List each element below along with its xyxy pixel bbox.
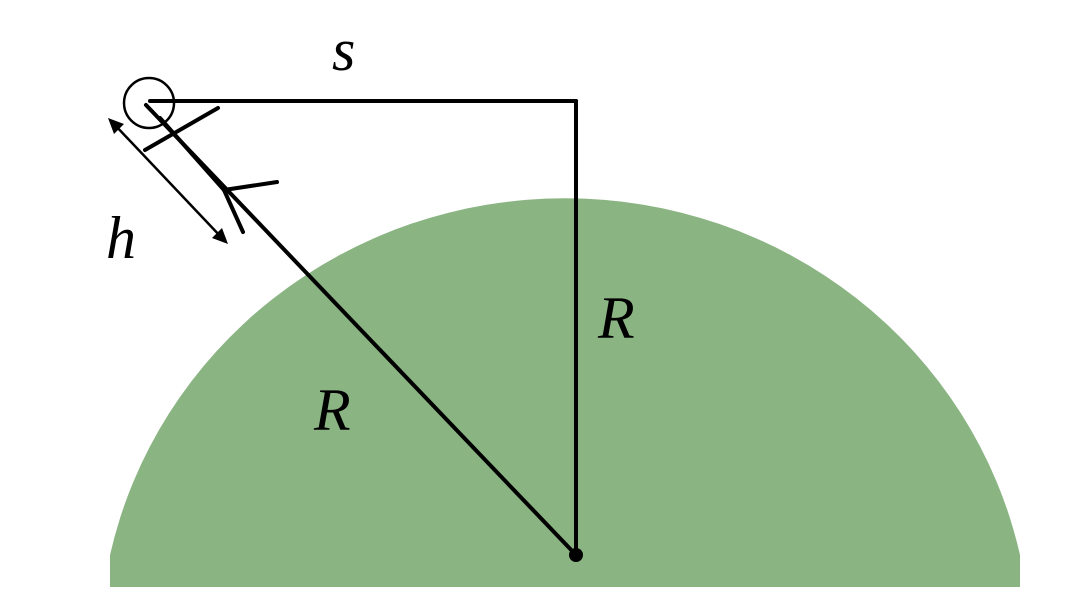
height-arrow-head-bottom xyxy=(212,228,228,244)
height-arrow xyxy=(108,118,228,244)
label-r-vertical: R xyxy=(597,285,635,351)
label-r-diagonal: R xyxy=(313,377,351,443)
observer-leg-left xyxy=(222,188,245,234)
height-arrow-head-top xyxy=(108,118,124,134)
height-arrow-shaft xyxy=(112,122,224,240)
earth-semicircle xyxy=(110,198,1020,587)
label-s: s xyxy=(332,17,355,83)
observer-head xyxy=(122,76,176,130)
observer-arms xyxy=(143,106,220,152)
observer-body xyxy=(158,116,226,192)
observer-leg-right xyxy=(222,180,279,192)
earth-center-point xyxy=(569,548,583,562)
observer-figure xyxy=(122,76,279,234)
label-h: h xyxy=(106,205,136,271)
